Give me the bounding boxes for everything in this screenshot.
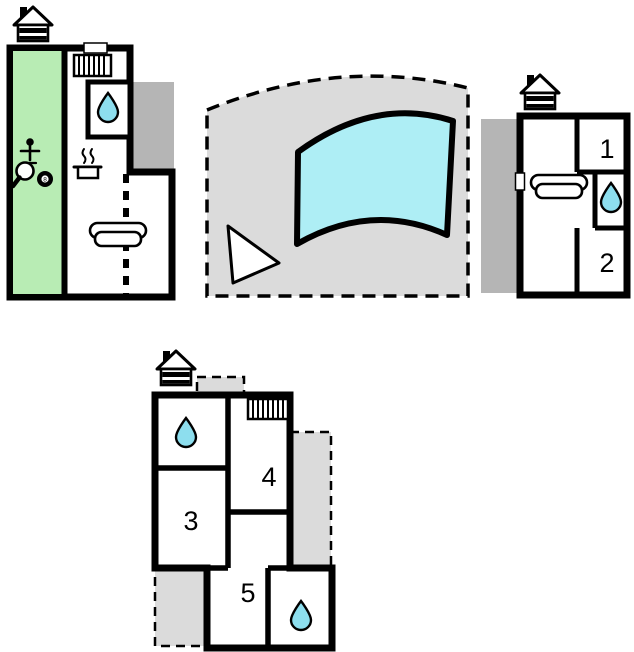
eight-ball-number: 8 bbox=[43, 177, 47, 184]
room-4-label: 4 bbox=[261, 462, 277, 492]
room-2-label: 2 bbox=[599, 248, 615, 278]
room-3-label: 3 bbox=[183, 506, 199, 536]
direction-triangle bbox=[226, 224, 281, 285]
room-5-label: 5 bbox=[240, 578, 256, 608]
annex-right-inner-walls bbox=[574, 116, 627, 295]
annex-bottom-left-terrace bbox=[153, 568, 209, 648]
annex-right-door-gap bbox=[514, 172, 526, 191]
annex-bottom-right-terrace bbox=[288, 430, 333, 568]
games-icons: 8 bbox=[10, 138, 53, 189]
house1-entrance-gap bbox=[83, 42, 108, 54]
billiard-8-ball-icon: 8 bbox=[37, 171, 53, 187]
radiator-icon bbox=[72, 53, 113, 78]
room-1-label: 1 bbox=[599, 134, 615, 164]
annex-bottom-inner-walls bbox=[155, 395, 290, 648]
sofa-icon bbox=[529, 173, 589, 200]
cooking-pot-icon bbox=[72, 148, 103, 180]
table-tennis-paddle-icon bbox=[10, 161, 35, 189]
entrance-house-icon bbox=[519, 73, 561, 111]
house1-side-terrace bbox=[129, 82, 174, 172]
annex-right-terrace bbox=[481, 119, 520, 293]
sofa-icon bbox=[88, 221, 148, 248]
radiator-icon bbox=[246, 397, 290, 421]
entrance-house-icon bbox=[12, 5, 54, 43]
entrance-house-icon bbox=[155, 349, 197, 387]
swimming-pool bbox=[294, 110, 456, 247]
